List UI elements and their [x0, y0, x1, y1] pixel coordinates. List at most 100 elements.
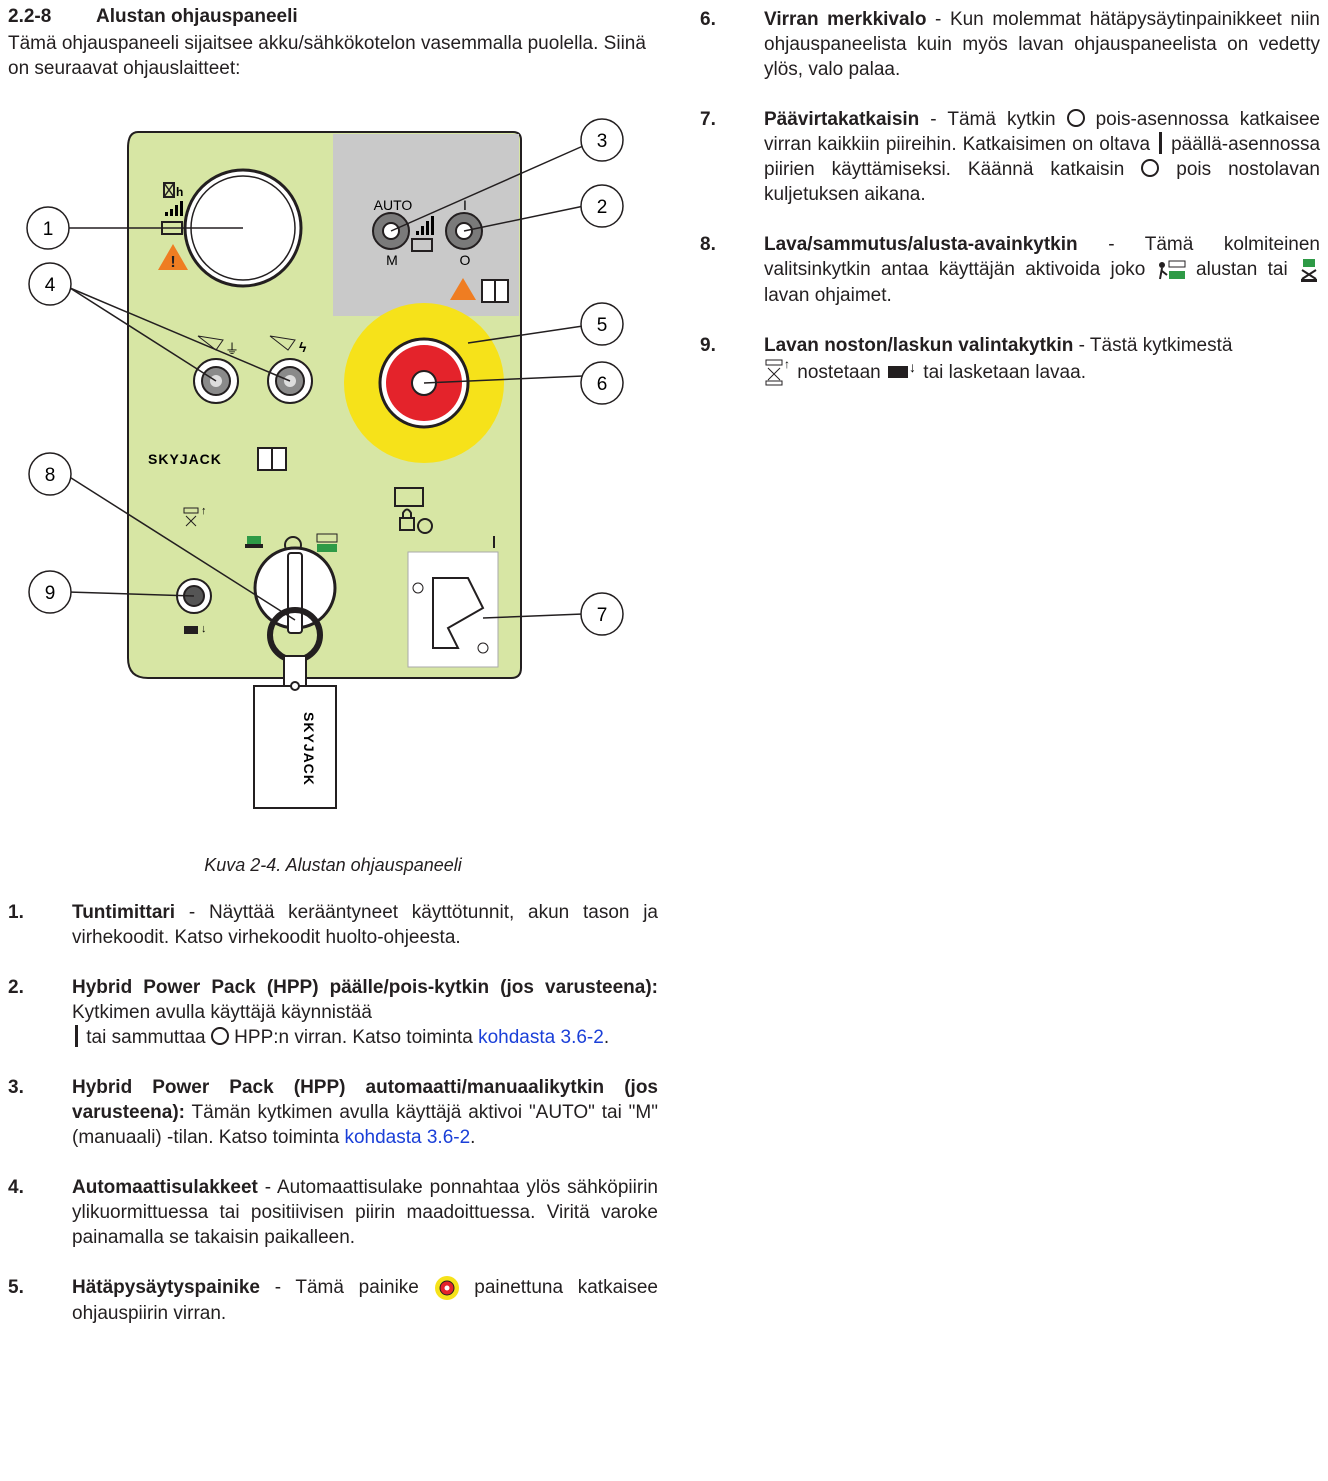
list-item: 1. Tuntimittari - Näyttää kerääntyneet k… [8, 900, 658, 950]
svg-text:↓: ↓ [201, 623, 207, 635]
item-text: HPP:n virran. Katso toiminta [228, 1027, 479, 1048]
item-title: Hätäpysäytyspainike [72, 1277, 260, 1299]
battery-charge-icon [394, 487, 424, 507]
item-number: 9. [700, 335, 716, 356]
item-text: Tämän kytkimen avulla käyttäjä aktivoi "… [72, 1102, 658, 1148]
lift-up-icon: ↑ [765, 358, 790, 386]
item-text: alustan tai [1185, 259, 1299, 281]
callout-1 [26, 206, 70, 250]
hpp-warning-icon [450, 278, 476, 300]
item-text: lavan ohjaimet. [764, 285, 892, 306]
manual-book-icon-2 [257, 447, 287, 471]
item-text: pois-asennossa katkaisee virran kaikkiin… [764, 109, 1320, 155]
hpp-signal-icon [416, 216, 434, 235]
item-text: - Tästä kytkimestä [1073, 335, 1233, 356]
emergency-stop-icon [434, 1276, 459, 1300]
item-number: 8. [700, 234, 716, 255]
item-number: 7. [700, 109, 716, 130]
svg-text:9: 9 [45, 583, 56, 604]
intro-paragraph: Tämä ohjauspaneeli sijaitsee akku/sähkök… [8, 33, 646, 79]
platform-control-icon [1301, 259, 1318, 282]
list-item: 9. Lavan noston/laskun valintakytkin - T… [700, 333, 1320, 388]
list-item: 5. Hätäpysäytyspainike - Tämä painike pa… [8, 1275, 658, 1326]
svg-text:ϟ: ϟ [299, 339, 307, 355]
callout-3 [580, 118, 624, 162]
callout-5 [580, 302, 624, 346]
item-text: - Automaattisulake ponnahtaa ylös sähköp… [72, 1177, 658, 1248]
list-item: 3. Hybrid Power Pack (HPP) automaatti/ma… [8, 1075, 658, 1150]
manual-book-icon [481, 279, 509, 303]
item-list-right: 6. Virran merkkivalo - Kun molemmat hätä… [700, 7, 1320, 413]
on-symbol-icon [75, 1025, 78, 1047]
svg-text:4: 4 [45, 275, 56, 296]
off-symbol-icon [210, 1027, 229, 1045]
item-text: painettuna katkaisee ohjauspiirin virran… [72, 1277, 658, 1324]
item-title: Lava/sammutus/alusta-avainkytkin [764, 234, 1078, 255]
figure-caption: Kuva 2-4. Alustan ohjauspaneeli [204, 855, 462, 875]
svg-text:2: 2 [597, 197, 608, 218]
key-tag [253, 685, 337, 809]
item-text: tai lasketaan lavaa. [918, 362, 1086, 384]
item-number: 6. [700, 9, 716, 30]
item-title: Virran merkkivalo [764, 9, 927, 30]
svg-text:↑: ↑ [784, 358, 790, 371]
item-title: Lavan noston/laskun valintakytkin [764, 335, 1074, 356]
lift-down-icon: ↓ [184, 623, 207, 635]
item-number: 1. [8, 902, 24, 923]
key [287, 552, 303, 634]
callout-8 [28, 452, 72, 496]
svg-text:1: 1 [43, 219, 54, 240]
svg-text:8: 8 [45, 465, 56, 486]
item-text: - Kun molemmat hätäpysäytinpainikkeet ni… [764, 9, 1320, 80]
list-item: 7. Päävirtakatkaisin - Tämä kytkin pois-… [700, 107, 1320, 207]
item-text: - Näyttää kerääntyneet käyttötunnit, aku… [72, 902, 658, 948]
base-control-icon [1158, 260, 1186, 280]
section-link[interactable]: kohdasta 3.6-2 [478, 1027, 604, 1048]
item-number: 3. [8, 1077, 24, 1098]
signal-bars-icon [165, 201, 183, 216]
callout-7 [580, 592, 624, 636]
platform-icon [245, 536, 263, 548]
svg-text:⏚: ⏚ [225, 341, 239, 357]
item-title: Automaattisulakkeet [72, 1177, 258, 1198]
key-tag-brand: SKYJACK [301, 712, 317, 786]
item-text: . [603, 1027, 610, 1048]
callout-4 [28, 262, 72, 306]
hour-glass-icon [163, 182, 175, 198]
item-text: - Tämä painike [260, 1277, 434, 1299]
on-label: I [463, 197, 467, 213]
on-symbol-icon [1159, 132, 1163, 154]
hour-label: h [176, 185, 183, 199]
item-number: 2. [8, 977, 24, 998]
ground-fault-icon: ⏚ [197, 335, 239, 357]
section-number: 2.2-8 [8, 6, 52, 27]
control-panel-figure: h ! AUTO M I O ⏚ ϟ SKYJACK [26, 118, 624, 809]
svg-text:6: 6 [597, 374, 608, 395]
item-text: - Tämä kolmiteinen valitsinkytkin antaa … [764, 234, 1320, 281]
list-item: 8. Lava/sammutus/alusta-avainkytkin - Tä… [700, 232, 1320, 308]
brand-logo: SKYJACK [148, 451, 222, 467]
item-title: Tuntimittari [72, 902, 176, 923]
item-text: tai sammuttaa [81, 1027, 211, 1048]
item-text: päällä-asennossa piirien käyttämiseksi. … [764, 134, 1321, 180]
callout-2 [580, 184, 624, 228]
callout-9 [28, 570, 72, 614]
base-icon [316, 533, 338, 552]
callout-6 [580, 361, 624, 405]
list-item: 6. Virran merkkivalo - Kun molemmat hätä… [700, 7, 1320, 82]
svg-text:!: ! [170, 254, 175, 271]
lift-up-icon: ↑ [183, 505, 207, 527]
warning-icon [158, 244, 188, 270]
lift-down-icon: ↓ [888, 360, 916, 378]
svg-text:7: 7 [597, 605, 608, 626]
off-label: O [460, 252, 471, 268]
lightning-icon: ϟ [269, 335, 307, 355]
item-title: Hybrid Power Pack (HPP) automaatti/manua… [72, 1077, 658, 1123]
manual-label: M [386, 252, 398, 268]
hpp-battery-icon [411, 238, 433, 252]
lock-icon [399, 508, 415, 531]
item-text: - Tämä kytkin [919, 109, 1067, 130]
section-link[interactable]: kohdasta 3.6-2 [344, 1127, 471, 1148]
